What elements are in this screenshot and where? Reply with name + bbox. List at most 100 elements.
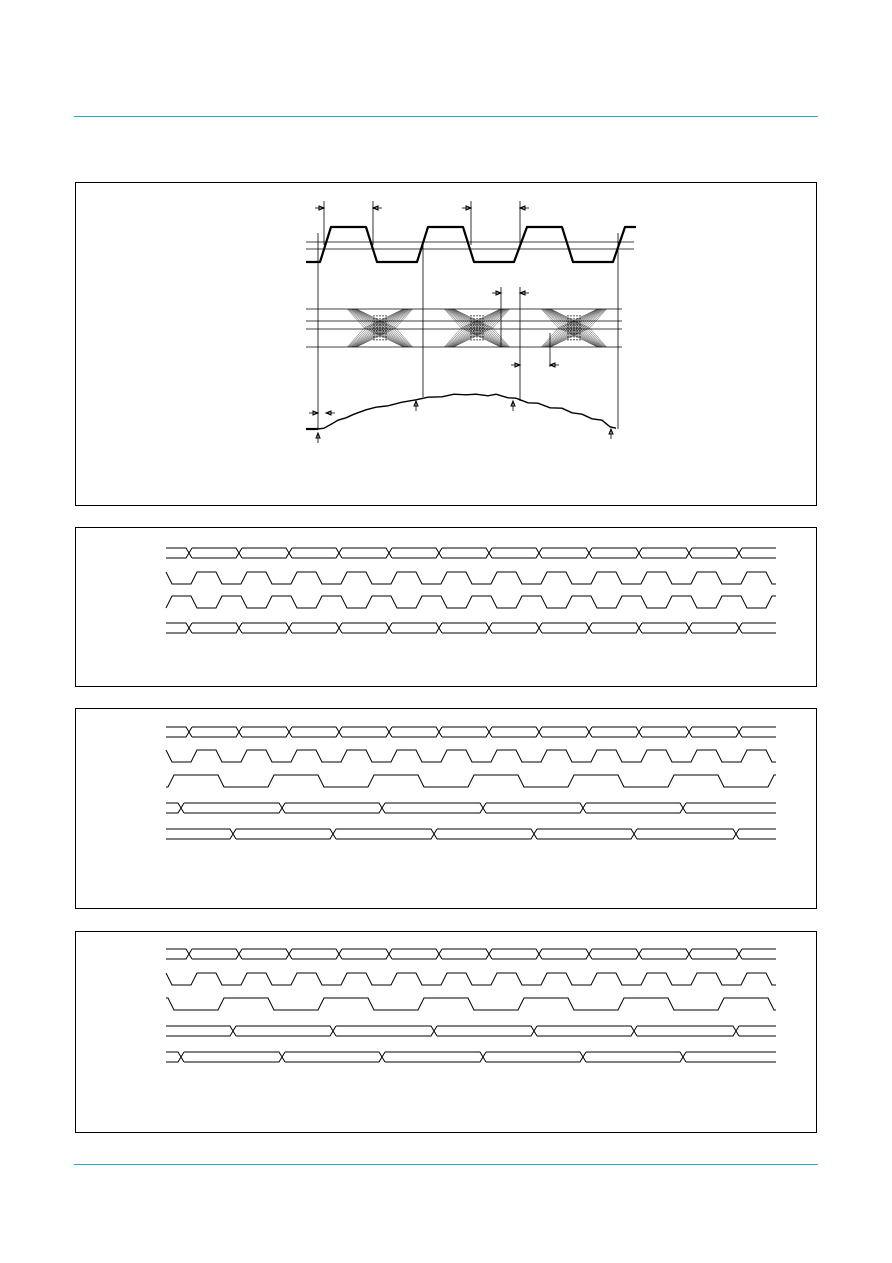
lane-a4-bus-segment xyxy=(442,622,493,634)
eye-trace xyxy=(565,308,600,348)
lane-a4-bus-segment xyxy=(392,622,443,634)
lane-b1-bus-segment xyxy=(292,726,343,738)
lane-a1-bus-segment xyxy=(192,547,243,559)
lane-a4-bus-segment xyxy=(492,622,543,634)
lane-a1-bus-segment xyxy=(166,547,193,559)
lane-c4-bus-segment xyxy=(537,1025,638,1037)
lane-b5-bus-segment xyxy=(166,828,237,840)
lane-a4-bus-segment xyxy=(692,622,743,634)
lane-a2-clock xyxy=(165,571,776,585)
wander-curve xyxy=(306,393,617,430)
lane-a1-bus-segment xyxy=(542,547,593,559)
lane-c1-bus-segment xyxy=(692,948,743,960)
eye-trace xyxy=(560,308,599,348)
eye-crossing-3 xyxy=(541,308,607,348)
lane-a1-bus-segment xyxy=(292,547,343,559)
lane-a4-bus-segment xyxy=(242,622,293,634)
lane-c4-bus-segment xyxy=(166,1025,237,1037)
lane-c5-bus-segment xyxy=(285,1051,386,1063)
eye-crossing-1 xyxy=(347,308,413,348)
eye-trace xyxy=(489,308,510,348)
lane-c2-clock xyxy=(165,972,776,986)
lane-a4-bus-segment xyxy=(292,622,343,634)
eye-trace xyxy=(461,308,501,348)
lane-c1-bus-segment xyxy=(392,948,443,960)
lane-c5-bus-segment xyxy=(385,1051,487,1063)
eye-trace xyxy=(392,308,413,348)
lane-b1-bus-segment xyxy=(592,726,643,738)
eye-trace xyxy=(584,308,606,348)
lane-b1-bus-segment xyxy=(166,726,193,738)
lane-c4-bus-segment xyxy=(437,1025,538,1037)
lane-c1-bus-segment xyxy=(692,948,743,960)
lane-b4-bus-segment xyxy=(166,802,185,814)
lane-a1-bus-segment xyxy=(592,547,643,559)
eye-trace xyxy=(371,308,406,348)
eye-trace xyxy=(546,308,577,348)
lane-a4-bus-segment xyxy=(166,622,193,634)
lane-a4-bus xyxy=(166,622,776,634)
lane-c1-bus-segment xyxy=(242,948,293,960)
lane-a1-bus-segment xyxy=(692,547,743,559)
lane-b5-bus-segment xyxy=(537,828,638,840)
eye-trace xyxy=(568,308,601,348)
eye-trace xyxy=(471,308,504,348)
lane-a1-bus-segment xyxy=(642,547,693,559)
lane-c1-bus-segment xyxy=(492,948,543,960)
lane-a4-bus-segment xyxy=(392,622,443,634)
eye-trace xyxy=(578,308,604,348)
lane-b1-bus-segment xyxy=(242,726,293,738)
lane-b1-bus-segment xyxy=(692,726,743,738)
lane-b5-bus-segment xyxy=(236,828,337,840)
lane-b5-bus-segment xyxy=(437,828,538,840)
lane-b4-bus xyxy=(166,802,776,814)
lane-c4-bus-segment xyxy=(236,1025,337,1037)
lane-b1-bus-segment xyxy=(542,726,593,738)
lane-a4-bus-segment xyxy=(592,622,643,634)
timing-diagram-a xyxy=(165,547,776,634)
lane-b4-bus-segment xyxy=(385,802,487,814)
lane-c3-clock xyxy=(166,997,776,1011)
lane-c1-bus-segment xyxy=(166,948,193,960)
lane-b1-bus-segment xyxy=(492,726,543,738)
eye-trace xyxy=(349,308,373,348)
lane-c5-bus xyxy=(166,1051,776,1063)
lane-c1-bus-segment xyxy=(642,948,693,960)
eye-trace xyxy=(484,308,508,348)
lane-b1-bus-segment xyxy=(442,726,493,738)
lane-c1-bus-segment xyxy=(542,948,593,960)
timing-diagram-c xyxy=(165,948,776,1063)
lane-a4-bus-segment xyxy=(692,622,743,634)
lane-b1-bus-segment xyxy=(542,726,593,738)
lane-b1-bus-segment xyxy=(592,726,643,738)
lane-c1-bus-segment xyxy=(166,948,193,960)
lane-b1-bus-segment xyxy=(392,726,443,738)
lane-a4-bus-segment xyxy=(642,622,693,634)
eye-trace xyxy=(384,308,410,348)
lane-c1-bus-segment xyxy=(592,948,643,960)
lane-a1-bus xyxy=(166,547,776,559)
lane-b5-bus-segment xyxy=(537,828,638,840)
lane-a4-bus-segment xyxy=(342,622,393,634)
lane-b4-bus-segment xyxy=(285,802,386,814)
eye-trace xyxy=(366,308,405,348)
eye-trace xyxy=(395,308,413,348)
lane-b5-bus-segment xyxy=(236,828,337,840)
lane-a4-bus-segment xyxy=(242,622,293,634)
lane-a1-bus-segment xyxy=(292,547,343,559)
eye-trace xyxy=(586,308,607,348)
eye-trace xyxy=(387,308,411,348)
eye-trace xyxy=(543,308,567,348)
lane-c1-bus xyxy=(166,948,776,960)
lane-c1-bus-segment xyxy=(492,948,543,960)
lane-c4-bus xyxy=(166,1025,776,1037)
lane-c5-bus-segment xyxy=(166,1051,185,1063)
lane-a1-bus-segment xyxy=(692,547,743,559)
lane-a1-bus-segment xyxy=(492,547,543,559)
lane-c5-bus-segment xyxy=(586,1051,687,1063)
lane-a1-bus-segment xyxy=(642,547,693,559)
lane-a4-bus-segment xyxy=(192,622,243,634)
lane-b1-bus-segment xyxy=(692,726,743,738)
lane-b5-bus-segment xyxy=(637,828,740,840)
lane-a4-bus-segment xyxy=(166,622,193,634)
